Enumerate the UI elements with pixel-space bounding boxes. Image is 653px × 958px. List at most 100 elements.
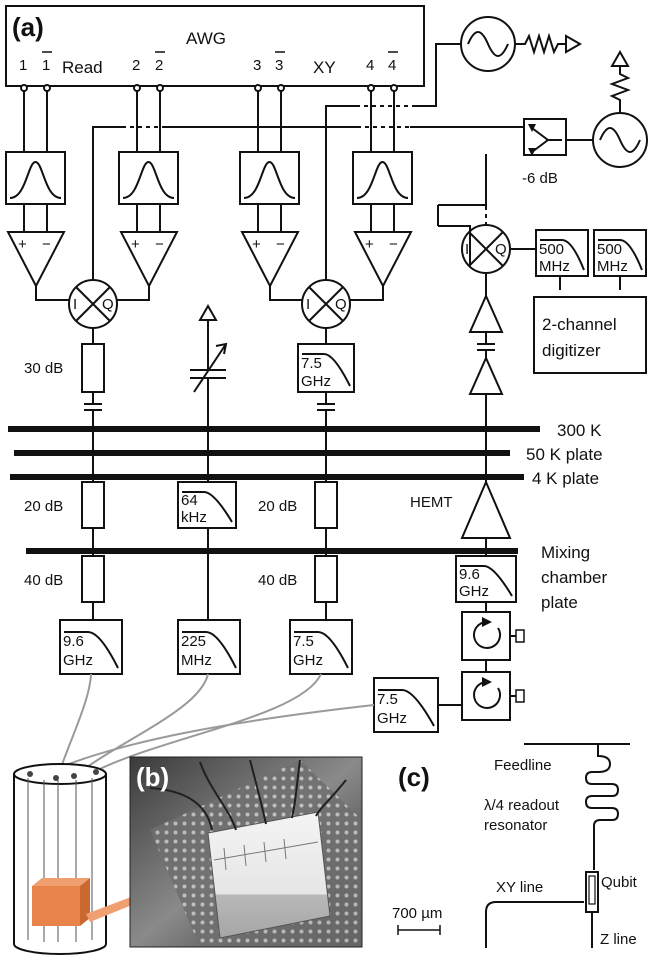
diff-amp-4 [353, 231, 413, 289]
lowpass-500mhz-b: 500 MHz [593, 229, 647, 277]
lowpass-xy-room: 7.5 GHz [297, 343, 355, 393]
lp-readbot-value: 9.6 [63, 633, 84, 650]
gaussian-filter-4 [352, 151, 413, 205]
diff-amp-2 [119, 231, 179, 289]
amp4-plus: + [365, 236, 374, 253]
lowpass-read-bottom: 9.6 GHz [59, 619, 123, 675]
awg-box: (a) AWG Read XY 1 1 2 2 3 3 4 4 [5, 5, 425, 87]
digitizer-line-1: 2-channel [542, 315, 617, 334]
lp-xy-room-unit: GHz [301, 373, 331, 390]
mixer-read-i: I [73, 296, 77, 313]
lp-xybot-unit: GHz [293, 652, 323, 669]
amp3-plus: + [252, 236, 261, 253]
gaussian-filter-1 [5, 151, 66, 205]
mixer-xy-i: I [306, 296, 310, 313]
temperature-stages [8, 426, 540, 554]
port-label-4: 4 [366, 57, 374, 74]
iq-mixer-xy: I Q [301, 279, 351, 329]
resonator-label-2: resonator [484, 817, 547, 834]
iq-mixer-read: I Q [68, 279, 118, 329]
port-label-2bar: 2 [155, 57, 163, 74]
sample-cube [32, 878, 90, 926]
panel-label-a: (a) [12, 12, 44, 42]
stage-mxc-3: plate [541, 593, 578, 612]
lowpass-500mhz-a: 500 MHz [535, 229, 589, 277]
lo-lines [92, 43, 524, 282]
lp500a-value: 500 [539, 241, 564, 258]
lp-xybot-value: 7.5 [293, 633, 314, 650]
hemt-label: HEMT [410, 494, 453, 511]
lowpass-z-bottom: 225 MHz [177, 619, 241, 675]
lp500a-unit: MHz [539, 258, 570, 275]
lowpass-z-4k: 64 kHz [177, 481, 237, 529]
lo-source-xy [460, 16, 583, 72]
xy-line-label: XY line [496, 879, 543, 896]
qubit-label: Qubit [601, 874, 638, 891]
stage-300k: 300 K [557, 421, 602, 440]
lp-zbot-value: 225 [181, 633, 206, 650]
lp-zbot-unit: MHz [181, 652, 212, 669]
awg-xy-label: XY [313, 58, 336, 77]
port-label-3bar: 3 [275, 57, 283, 74]
lowpass-out-bottom: 7.5 GHz [373, 677, 439, 733]
read-att-40db: 40 dB [24, 572, 63, 589]
mixer-demod-i: I [465, 241, 469, 258]
amp2-minus: − [155, 236, 164, 253]
stage-mxc-1: Mixing [541, 543, 590, 562]
lp500b-unit: MHz [597, 258, 628, 275]
lowpass-xy-bottom: 7.5 GHz [289, 619, 353, 675]
chip-photo: (b) [129, 756, 363, 948]
port-label-1: 1 [19, 57, 27, 74]
amp1-plus: + [18, 236, 27, 253]
amp3-minus: − [276, 236, 285, 253]
port-label-4bar: 4 [388, 57, 396, 74]
diff-amp-1 [6, 231, 66, 289]
circulator-2 [438, 671, 525, 721]
readout-input-line [81, 328, 105, 620]
lp-xy-room-value: 7.5 [301, 355, 322, 372]
amp4-minus: − [389, 236, 398, 253]
awg-read-label: Read [62, 58, 103, 77]
splitter-attenuation: -6 dB [522, 170, 558, 187]
mixer-demod-q: Q [495, 241, 507, 258]
lp-outmxc-unit: GHz [459, 583, 489, 600]
amp-signs: + − + − + − + − [18, 236, 398, 253]
awg-title: AWG [186, 29, 226, 48]
port-label-1bar: 1 [42, 57, 50, 74]
lp-z4k-value: 64 [181, 492, 198, 509]
lp-z4k-unit: kHz [181, 509, 207, 526]
feedline-label: Feedline [494, 757, 552, 774]
stage-50k: 50 K plate [526, 445, 603, 464]
read-att-20db: 20 dB [24, 498, 63, 515]
panel-label-c: (c) [398, 762, 430, 792]
xy-att-20db: 20 dB [258, 498, 297, 515]
lp-outmxc-value: 9.6 [459, 566, 480, 583]
xy-att-40db: 40 dB [258, 572, 297, 589]
read-att-30db: 30 dB [24, 360, 63, 377]
digitizer-box: 2-channel digitizer [533, 296, 647, 374]
port-label-2: 2 [132, 57, 140, 74]
sample-holder [13, 763, 107, 955]
z-bias-line [190, 303, 228, 620]
lp-outbot-unit: GHz [377, 710, 407, 727]
scale-bar [397, 925, 441, 935]
panel-label-b: (b) [136, 762, 169, 792]
digitizer-line-2: digitizer [542, 341, 601, 360]
lo-source-read [566, 49, 648, 168]
xy-line [485, 901, 584, 948]
diff-amplifiers [6, 231, 413, 289]
awg-port-labels: 1 1 2 2 3 3 4 4 [19, 57, 396, 74]
readout-resonator [584, 744, 620, 870]
lp-readbot-unit: GHz [63, 652, 93, 669]
mixer-read-q: Q [102, 296, 114, 313]
lowpass-out-mxc: 9.6 GHz [455, 555, 517, 603]
stage-mxc-2: chamber [541, 568, 607, 587]
z-line-label: Z line [600, 931, 637, 948]
mixer-xy-q: Q [335, 296, 347, 313]
gaussian-filter-3 [239, 151, 300, 205]
lp-outbot-value: 7.5 [377, 691, 398, 708]
amp2-plus: + [131, 236, 140, 253]
amp-mixer-wires [35, 286, 384, 301]
xy-input-line [314, 328, 338, 620]
